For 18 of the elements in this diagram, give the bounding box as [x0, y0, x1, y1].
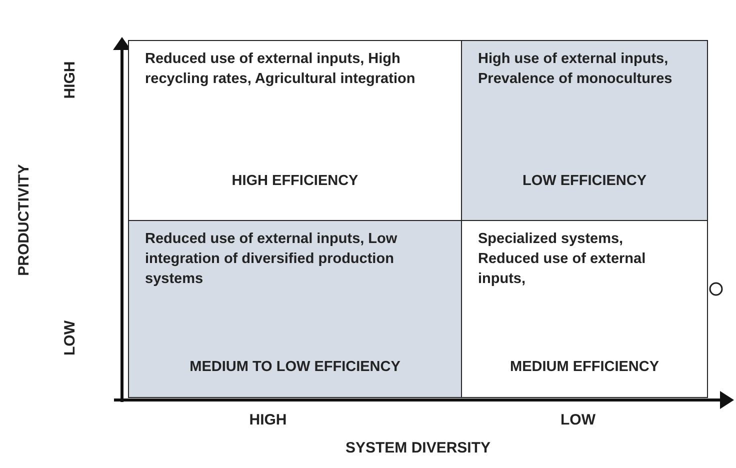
quadrant-description: Reduced use of external inputs, High recycling rates, Agricultural integration — [145, 50, 416, 89]
efficiency-heading: LOW EFFICIENCY — [521, 173, 648, 189]
quadrant-box — [128, 220, 462, 398]
axis-tick-label: HIGH — [249, 412, 287, 428]
axis-title: PRODUCTIVITY — [16, 164, 32, 276]
axis-tick-label: LOW — [62, 320, 78, 356]
efficiency-heading: MEDIUM TO LOW EFFICIENCY — [188, 359, 402, 375]
quadrant-box — [461, 40, 708, 221]
quadrant-box — [461, 220, 708, 398]
axis-tick-label: HIGH — [62, 61, 78, 99]
axis-title: SYSTEM DIVERSITY — [345, 440, 491, 456]
efficiency-heading: HIGH EFFICIENCY — [230, 173, 360, 189]
axis-tick-label: LOW — [560, 412, 596, 428]
quadrant-description: Reduced use of external inputs, Low integration of diversified production systems — [145, 230, 398, 289]
efficiency-heading: MEDIUM EFFICIENCY — [508, 359, 660, 375]
quadrant-description: High use of external inputs, Prevalence of monocultures — [478, 50, 674, 89]
quadrant-description: Specialized systems, Reduced use of external inputs, — [478, 230, 647, 289]
quadrant-box — [128, 40, 462, 221]
